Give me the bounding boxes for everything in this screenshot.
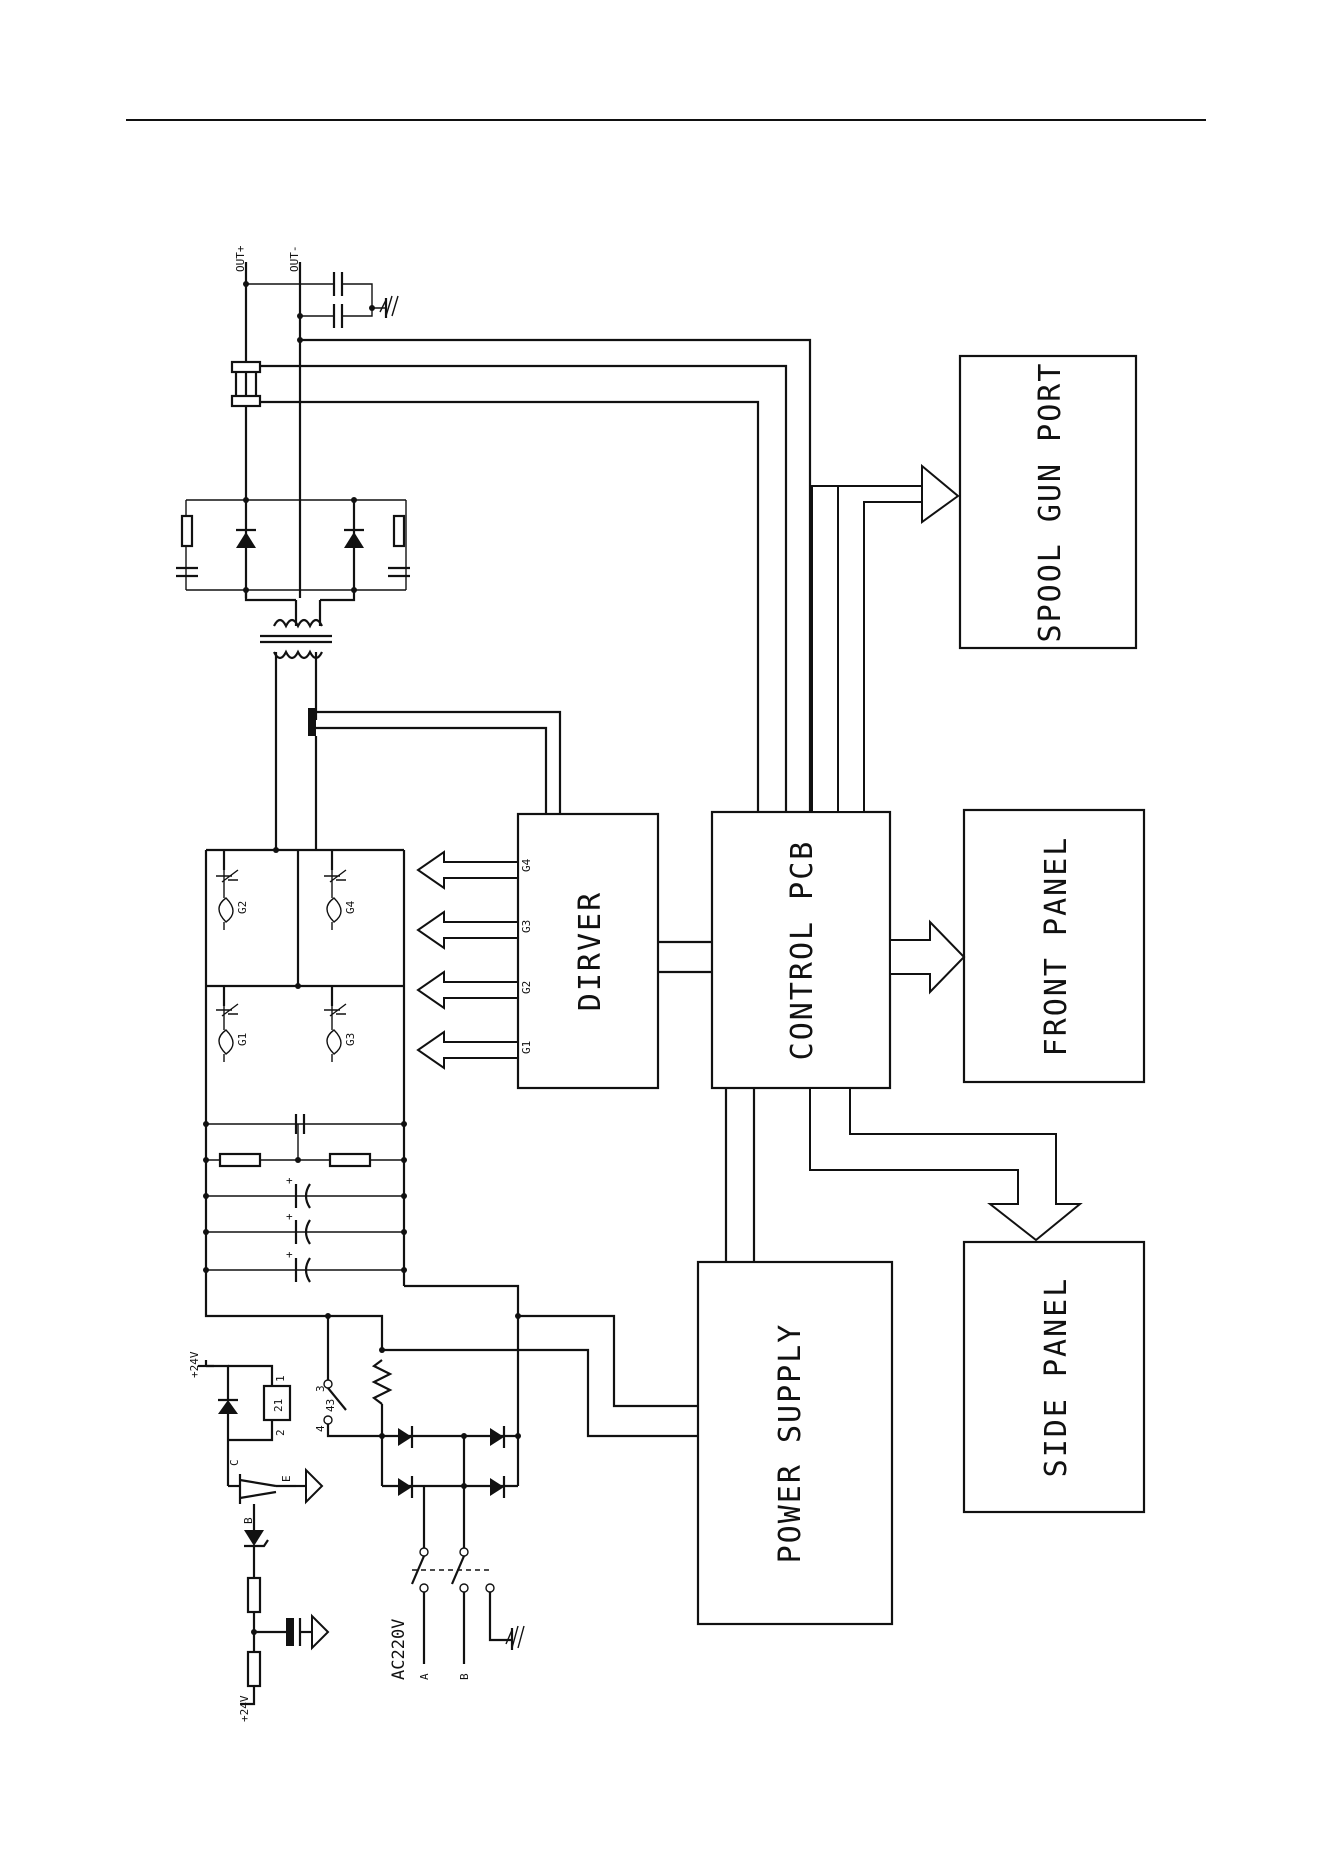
relay-pin-2-label: 2: [274, 1429, 287, 1436]
shunt-resistor-top: [232, 362, 260, 372]
feedback-lines: [258, 340, 810, 812]
bleeder-resistor-left: [220, 1154, 260, 1166]
transistor-e-label: E: [280, 1475, 293, 1482]
timing-capacitor-icon: [286, 1616, 328, 1648]
dc-bus-section: + + +: [203, 1114, 407, 1282]
supply-24v-bottom-label: +24V: [238, 1695, 251, 1722]
driver-control-link: [658, 942, 712, 972]
side-panel-block: SIDE PANEL: [964, 1242, 1144, 1512]
gate-drive-arrows: [418, 852, 518, 1068]
power-supply-label: POWER SUPPLY: [773, 1323, 808, 1564]
spool-gun-port-label: SPOOL GUN PORT: [1033, 362, 1068, 643]
phase-b-label: B: [458, 1673, 471, 1680]
cap-plus-2: +: [286, 1210, 293, 1223]
side-panel-arrow: [810, 1088, 1080, 1240]
spool-gun-arrow-tail: [812, 486, 838, 812]
bleeder-resistor-right: [330, 1154, 370, 1166]
transistor-c-label: C: [228, 1459, 241, 1466]
front-panel-arrow: [890, 922, 964, 992]
ntc-resistor-icon: [374, 1360, 390, 1404]
pullup-resistor-icon: [248, 1652, 260, 1686]
snubber-resistor-left: [182, 516, 192, 546]
driver-pin-g4-label: G4: [520, 858, 533, 872]
igbt-g1-icon: G1: [216, 986, 249, 1062]
driver-pin-g3-label: G3: [520, 920, 533, 933]
ac-input-label: AC220V: [389, 1619, 409, 1680]
cap-plus-3: +: [286, 1248, 293, 1261]
zener-diode-icon: [244, 1530, 268, 1546]
relay-coil-label: 21: [272, 1399, 285, 1412]
relay-pin-3-label: 3: [314, 1385, 327, 1392]
transformer-secondary: [274, 620, 322, 626]
transformer-primary: [274, 652, 322, 658]
gate-arrow-g3: [418, 912, 518, 948]
gate-g4-label: G4: [344, 900, 357, 914]
control-power-link: [726, 1088, 754, 1262]
spool-gun-arrow: [838, 466, 958, 812]
relay-pin-4-label: 4: [314, 1425, 327, 1432]
control-pcb-block: CONTROL PCB: [712, 812, 890, 1088]
out-minus-label: OUT-: [288, 246, 301, 273]
transistor-ground-icon: [296, 1470, 322, 1502]
relay-drive-section: +24V 21 1 2 C B E: [188, 1351, 328, 1722]
gate-g1-label: G1: [236, 1033, 249, 1046]
gate-arrow-g2: [418, 972, 518, 1008]
base-resistor-icon: [248, 1578, 260, 1612]
output-section: OUT+ OUT-: [176, 245, 410, 850]
snubber-resistor-right: [394, 516, 404, 546]
front-panel-label: FRONT PANEL: [1039, 836, 1074, 1057]
ct-driver-lines: [316, 712, 560, 814]
cap-plus-1: +: [286, 1174, 293, 1187]
front-panel-block: FRONT PANEL: [964, 810, 1144, 1082]
gate-arrow-g4: [418, 852, 518, 888]
side-panel-label: SIDE PANEL: [1039, 1277, 1074, 1478]
igbt-bridge: G2 G4 G1 G3: [206, 847, 404, 1286]
current-transformer-icon: [308, 708, 316, 736]
driver-pin-g1-label: G1: [520, 1041, 533, 1054]
gate-arrow-g1: [418, 1032, 518, 1068]
mains-earth-icon: [506, 1626, 524, 1650]
supply-24v-top-label: +24V: [188, 1351, 201, 1378]
control-pcb-label: CONTROL PCB: [785, 840, 820, 1061]
output-diode-left-icon: [236, 530, 256, 548]
relay-pin-1-label: 1: [274, 1375, 287, 1382]
igbt-g3-icon: G3: [324, 986, 357, 1062]
input-section: 3 4 43: [206, 1286, 698, 1680]
relay-contact-label: 43: [324, 1399, 337, 1412]
driver-pin-g2-label: G2: [520, 981, 533, 994]
shunt-resistor-bottom: [232, 396, 260, 406]
spool-gun-port-block: SPOOL GUN PORT: [960, 356, 1136, 648]
driver-block: DIRVER G4 G3 G2 G1: [518, 814, 658, 1088]
igbt-g2-icon: G2: [216, 850, 249, 930]
gate-g3-label: G3: [344, 1033, 357, 1046]
gate-g2-label: G2: [236, 901, 249, 914]
igbt-g4-icon: G4: [324, 850, 357, 930]
output-earth-icon: [380, 296, 398, 318]
out-plus-label: OUT+: [234, 245, 247, 272]
driver-label: DIRVER: [573, 891, 608, 1011]
phase-a-label: A: [418, 1673, 431, 1680]
power-supply-block: POWER SUPPLY: [698, 1262, 892, 1624]
